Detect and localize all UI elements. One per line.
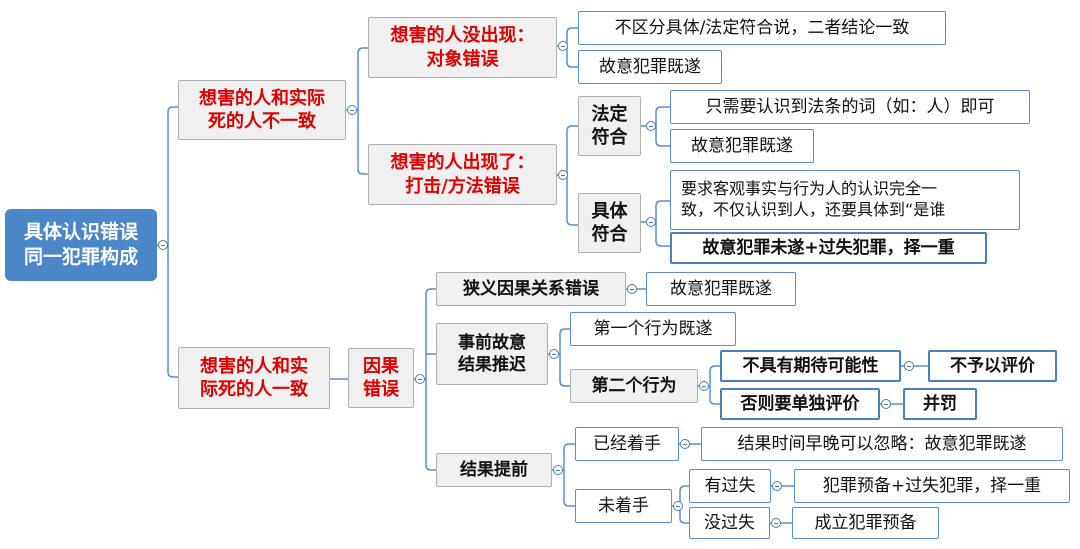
node-legal-conformity[interactable]: 法定 符合: [578, 96, 641, 156]
leaf-preparation-plus-negligence[interactable]: 犯罪预备+过失犯罪，择一重: [794, 469, 1070, 503]
node-narrow-causal-error[interactable]: 狭义因果关系错误: [436, 272, 626, 306]
leaf-intentional-completed[interactable]: 故意犯罪既遂: [670, 129, 814, 163]
collapse-toggle[interactable]: [558, 41, 568, 51]
node-causal-error[interactable]: 因果 错误: [348, 348, 414, 408]
node-no-expectation[interactable]: 不具有期待可能性: [720, 350, 901, 382]
collapse-toggle[interactable]: [415, 374, 425, 384]
leaf-not-evaluated[interactable]: 不予以评价: [928, 350, 1057, 382]
leaf-legal-term[interactable]: 只需要认识到法条的词（如：人）即可: [670, 90, 1030, 124]
node-already-started[interactable]: 已经着手: [575, 427, 679, 461]
collapse-toggle[interactable]: [158, 240, 168, 250]
leaf-combined-punishment[interactable]: 并罚: [903, 388, 977, 420]
branch-victim-mismatch[interactable]: 想害的人和实际 死的人不一致: [178, 80, 346, 140]
collapse-toggle[interactable]: [673, 501, 683, 511]
collapse-toggle[interactable]: [646, 121, 656, 131]
collapse-toggle[interactable]: [549, 349, 559, 359]
node-not-negligent[interactable]: 没过失: [689, 507, 770, 539]
node-second-act[interactable]: 第二个行为: [570, 369, 698, 403]
collapse-toggle[interactable]: [699, 381, 709, 391]
leaf-crime-preparation[interactable]: 成立犯罪预备: [792, 507, 939, 539]
root-topic[interactable]: 具体认识错误 同一犯罪构成: [5, 209, 157, 281]
collapse-toggle[interactable]: [558, 170, 568, 180]
branch-victim-match[interactable]: 想害的人和实 际死的人一致: [178, 347, 330, 409]
leaf-attempt-plus-negligence[interactable]: 故意犯罪未遂+过失犯罪，择一重: [670, 232, 987, 264]
collapse-toggle[interactable]: [881, 399, 891, 409]
node-not-started[interactable]: 未着手: [575, 489, 672, 523]
leaf-intentional-completed[interactable]: 故意犯罪既遂: [646, 272, 796, 306]
leaf-intentional-completed[interactable]: 故意犯罪既遂: [578, 50, 722, 84]
collapse-toggle[interactable]: [771, 518, 781, 528]
node-negligent[interactable]: 有过失: [689, 469, 771, 503]
collapse-toggle[interactable]: [646, 217, 656, 227]
leaf-no-distinction[interactable]: 不区分具体/法定符合说，二者结论一致: [578, 11, 946, 45]
collapse-toggle[interactable]: [772, 481, 782, 491]
branch-strike-error[interactable]: 想害的人出现了： 打击/方法错误: [368, 144, 557, 205]
leaf-first-act-completed[interactable]: 第一个行为既遂: [570, 312, 736, 346]
branch-object-error[interactable]: 想害的人没出现： 对象错误: [368, 17, 557, 78]
collapse-toggle[interactable]: [347, 105, 357, 115]
node-delayed-result[interactable]: 事前故意 结果推迟: [436, 323, 548, 385]
leaf-timing-ignorable[interactable]: 结果时间早晚可以忽略：故意犯罪既遂: [701, 427, 1063, 461]
node-advanced-result[interactable]: 结果提前: [436, 453, 552, 487]
collapse-toggle[interactable]: [627, 284, 637, 294]
collapse-toggle[interactable]: [680, 439, 690, 449]
collapse-toggle[interactable]: [904, 361, 914, 371]
collapse-toggle[interactable]: [553, 465, 563, 475]
node-concrete-conformity[interactable]: 具体 符合: [578, 193, 641, 253]
leaf-concrete-requirement[interactable]: 要求客观事实与行为人的认识完全一 致，不仅认识到人，还要具体到“是谁: [670, 170, 1020, 230]
node-otherwise-evaluate[interactable]: 否则要单独评价: [720, 388, 880, 420]
